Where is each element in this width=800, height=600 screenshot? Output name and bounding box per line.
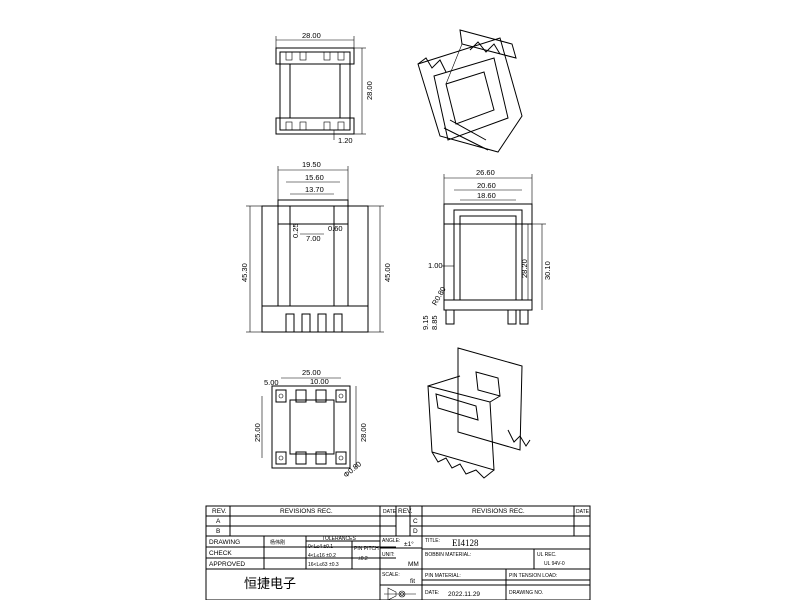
dim-side-b1: 9.15 — [421, 315, 430, 330]
tb-angle-label: ANGLE: — [382, 538, 400, 544]
tb-approved-label: APPROVED — [209, 561, 245, 568]
dim-side-b2: 8.85 — [430, 315, 439, 330]
front-view: 19.50 15.60 13.70 0.25 7.00 0.60 45.30 4… — [240, 160, 392, 333]
tb-rev-a: A — [216, 518, 221, 525]
dim-top-pin: 1.20 — [338, 136, 353, 145]
tb-unit-label: UNIT: — [382, 552, 395, 558]
dim-front-left-h: 45.30 — [240, 263, 249, 282]
tb-scale-label: SCALE: — [382, 572, 400, 578]
dim-top-height: 28.00 — [365, 81, 374, 100]
tb-rev-c: C — [413, 518, 418, 525]
company-name: 恒捷电子 — [244, 577, 296, 592]
top-isometric-view — [417, 29, 523, 153]
tb-date-right: DATE — [576, 509, 590, 515]
tb-check-label: CHECK — [209, 550, 232, 557]
tb-date-value: 2022.11.29 — [448, 591, 480, 598]
tb-drawing-value: 杨伟刚 — [270, 539, 285, 546]
tb-tol-1: 0<L≤4 ±0.1 — [308, 544, 333, 550]
tb-date-label: DATE: — [425, 590, 439, 596]
side-view: 26.60 20.60 18.60 28.20 30.10 1.00 R0.80… — [421, 168, 552, 330]
tb-tol-2: 4<L≤16 ±0.2 — [308, 553, 336, 559]
dim-side-mid: 20.60 — [477, 181, 496, 190]
dim-front-pin-gap: 7.00 — [306, 234, 321, 243]
tb-pin-pitch-value: ±0.2 — [358, 556, 368, 562]
tb-rev-label-right: REV. — [398, 508, 413, 515]
dim-front-outer: 19.50 — [302, 160, 321, 169]
tb-ul-label: UL REC. — [537, 552, 557, 558]
bottom-view: 25.00 10.00 5.00 25.00 28.00 Φ0.80 — [253, 368, 368, 480]
tb-tol-3: 16<L≤63 ±0.3 — [308, 562, 339, 568]
tb-ul-value: UL 94V-0 — [544, 561, 565, 567]
dim-front-inner: 13.70 — [305, 185, 324, 194]
tb-rev-b: B — [216, 528, 220, 535]
dim-side-h1: 28.20 — [520, 259, 529, 278]
dim-top-width: 28.00 — [302, 31, 321, 40]
tb-revisions-right: REVISIONS REC. — [472, 508, 525, 515]
tb-drawing-label: DRAWING — [209, 539, 240, 546]
dim-bottom-pin: Φ0.80 — [342, 459, 364, 479]
dim-front-right-h: 45.00 — [383, 263, 392, 282]
tb-unit-value: MM — [408, 561, 419, 568]
tb-rev-d: D — [413, 528, 418, 535]
tb-drawing-no-label: DRAWING NO. — [509, 590, 543, 596]
dim-side-wall: 1.00 — [428, 261, 443, 270]
dim-side-r: R0.80 — [430, 285, 448, 307]
tb-scale-value: fit — [410, 578, 415, 585]
tb-angle-value: ±1° — [404, 540, 414, 548]
dim-bottom-w3: 5.00 — [264, 378, 279, 387]
dim-side-inner: 18.60 — [477, 191, 496, 200]
dim-bottom-h2: 28.00 — [359, 423, 368, 442]
dim-bottom-w2: 10.00 — [310, 377, 329, 386]
tb-bobbin-label: BOBBIN MATERIAL: — [425, 552, 471, 558]
dim-front-pin-w: 0.25 — [291, 223, 300, 238]
bottom-isometric-view — [427, 347, 531, 479]
dim-side-outer: 26.60 — [476, 168, 495, 177]
tb-tolerances-label: TOLERANCES — [322, 536, 356, 542]
top-view: 28.00 28.00 1.20 — [275, 31, 374, 145]
tb-pin-material-label: PIN MATERIAL: — [425, 573, 461, 579]
tb-revisions-left: REVISIONS REC. — [280, 508, 333, 515]
title-block: REV. REVISIONS REC. DATE REV. REVISIONS … — [205, 505, 591, 600]
tb-pin-tension-label: PIN TENSION LOAD: — [509, 573, 557, 579]
tb-rev-label-left: REV. — [212, 508, 227, 515]
tb-title-label: TITLE: — [425, 538, 440, 544]
dim-bottom-h1: 25.00 — [253, 423, 262, 442]
tb-pin-pitch-label: PIN PITCH — [354, 546, 379, 552]
dim-side-h2: 30.10 — [543, 261, 552, 280]
tb-title-value: EI4128 — [452, 538, 479, 548]
dim-bottom-w1: 25.00 — [302, 368, 321, 377]
dim-front-mid: 15.60 — [305, 173, 324, 182]
dim-front-pin-h: 0.60 — [328, 224, 343, 233]
projection-symbol-icon — [384, 587, 416, 600]
tb-date-left: DATE — [383, 509, 397, 515]
